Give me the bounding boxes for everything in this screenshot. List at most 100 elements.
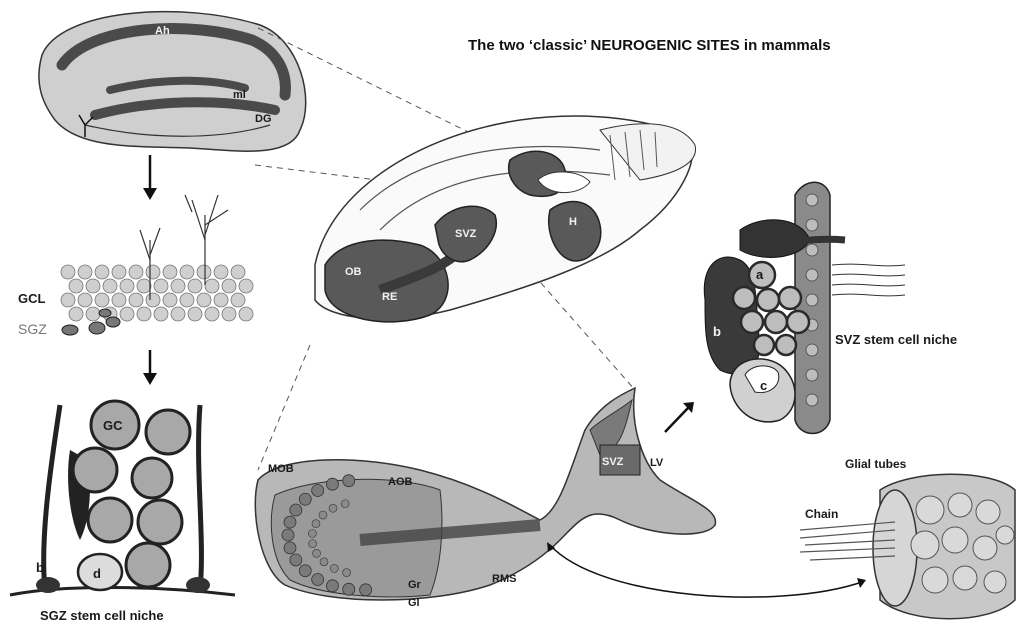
down-arrow-2 <box>143 350 157 385</box>
granule-cell <box>239 307 253 321</box>
tube-cell <box>984 571 1006 593</box>
label-dg: DG <box>255 113 272 125</box>
granule-cell <box>171 307 185 321</box>
granule-cell <box>132 458 172 498</box>
svz-niche-illustration: a b c <box>704 182 905 433</box>
granule-cell <box>214 265 228 279</box>
granule-cell <box>86 279 100 293</box>
ependymal-cell <box>806 269 818 281</box>
olfactory-bulb-rms: MOB AOB Gr Gl RMS SVZ LV <box>255 388 715 609</box>
tube-cell <box>942 527 968 553</box>
granule-cell <box>146 410 190 454</box>
glomerulus <box>284 542 296 554</box>
svz-cell <box>787 311 809 333</box>
down-arrow-1 <box>143 155 157 200</box>
ependymal-cell <box>806 194 818 206</box>
label-h: H <box>569 216 577 228</box>
label-gr: Gr <box>408 579 422 591</box>
glomerulus <box>343 583 355 595</box>
ependymal-cells <box>806 194 818 406</box>
figure-title: The two ‘classic’ NEUROGENIC SITES in ma… <box>468 37 831 54</box>
label-svz: SVZ <box>455 228 477 240</box>
label-gc: GC <box>103 418 123 433</box>
svz-cell <box>779 287 801 309</box>
granule-cell <box>312 520 320 528</box>
granule-cell <box>343 569 351 577</box>
tube-cell <box>973 536 997 560</box>
label-aob: AOB <box>388 476 413 488</box>
granule-cell <box>163 293 177 307</box>
svz-cell <box>765 311 787 333</box>
svz-cell <box>776 335 796 355</box>
label-b: b <box>36 560 44 575</box>
label-ah: Ah <box>155 25 170 37</box>
hippocampus-section: Ah ml DG <box>39 12 306 152</box>
granule-cell <box>188 307 202 321</box>
granule-cell <box>126 543 170 587</box>
rms-to-tubes-arrow <box>547 542 866 597</box>
label-ob: OB <box>345 266 362 278</box>
granule-cell <box>163 265 177 279</box>
label-svz-c: c <box>760 378 767 393</box>
tube-cell <box>911 531 939 559</box>
granule-cell <box>138 500 182 544</box>
granule-cell <box>222 279 236 293</box>
label-rms: RMS <box>492 573 516 585</box>
label-svz-niche: SVZ stem cell niche <box>835 332 957 347</box>
label-sgz: SGZ <box>18 321 47 337</box>
granule-cell <box>197 265 211 279</box>
granule-cell <box>320 558 328 566</box>
label-mob: MOB <box>268 463 294 475</box>
label-gl: Gl <box>408 597 420 609</box>
gcl-cell-layer <box>61 265 253 321</box>
granule-cell <box>205 307 219 321</box>
granule-cell <box>137 279 151 293</box>
ependymal-cell <box>806 219 818 231</box>
granule-cell <box>78 265 92 279</box>
granule-cell <box>341 500 349 508</box>
granule-cell <box>329 504 337 512</box>
tube-cell <box>922 567 948 593</box>
granule-cell <box>239 279 253 293</box>
granule-cell <box>154 279 168 293</box>
label-chain: Chain <box>805 507 838 521</box>
granule-cell <box>61 265 75 279</box>
label-glial-tubes: Glial tubes <box>845 457 907 471</box>
granule-cell <box>188 279 202 293</box>
ependymal-cell <box>806 344 818 356</box>
granule-cell <box>137 307 151 321</box>
granule-cell <box>112 293 126 307</box>
granule-cell <box>120 307 134 321</box>
glial-tubes-illustration: Glial tubes Chain <box>800 457 1015 619</box>
label-svz-b: b <box>713 324 721 339</box>
granule-cell <box>313 549 321 557</box>
granule-cell <box>308 529 316 537</box>
granule-cell <box>95 293 109 307</box>
granule-cell <box>129 265 143 279</box>
granule-cell <box>197 293 211 307</box>
arrow-to-svz-niche <box>665 402 694 432</box>
glomerulus <box>326 580 338 592</box>
svz-cell <box>733 287 755 309</box>
granule-cell <box>78 293 92 307</box>
tube-cell <box>996 526 1014 544</box>
glomerulus <box>326 478 338 490</box>
granule-cell <box>330 564 338 572</box>
svz-cell <box>757 289 779 311</box>
granule-cell <box>61 293 75 307</box>
granule-cell <box>154 307 168 321</box>
label-d: d <box>93 566 101 581</box>
label-gcl: GCL <box>18 291 46 306</box>
svz-cell <box>741 311 763 333</box>
tube-cell <box>976 500 1000 524</box>
glomerulus <box>282 529 294 541</box>
granule-cell <box>88 498 132 542</box>
glomerulus <box>312 573 324 585</box>
label-svz-bulb: SVZ <box>602 456 624 468</box>
glomerulus <box>312 485 324 497</box>
granule-cell <box>222 307 236 321</box>
granule-cell <box>214 293 228 307</box>
granule-cell <box>103 279 117 293</box>
ependymal-cell <box>806 394 818 406</box>
ependymal-cell <box>806 369 818 381</box>
